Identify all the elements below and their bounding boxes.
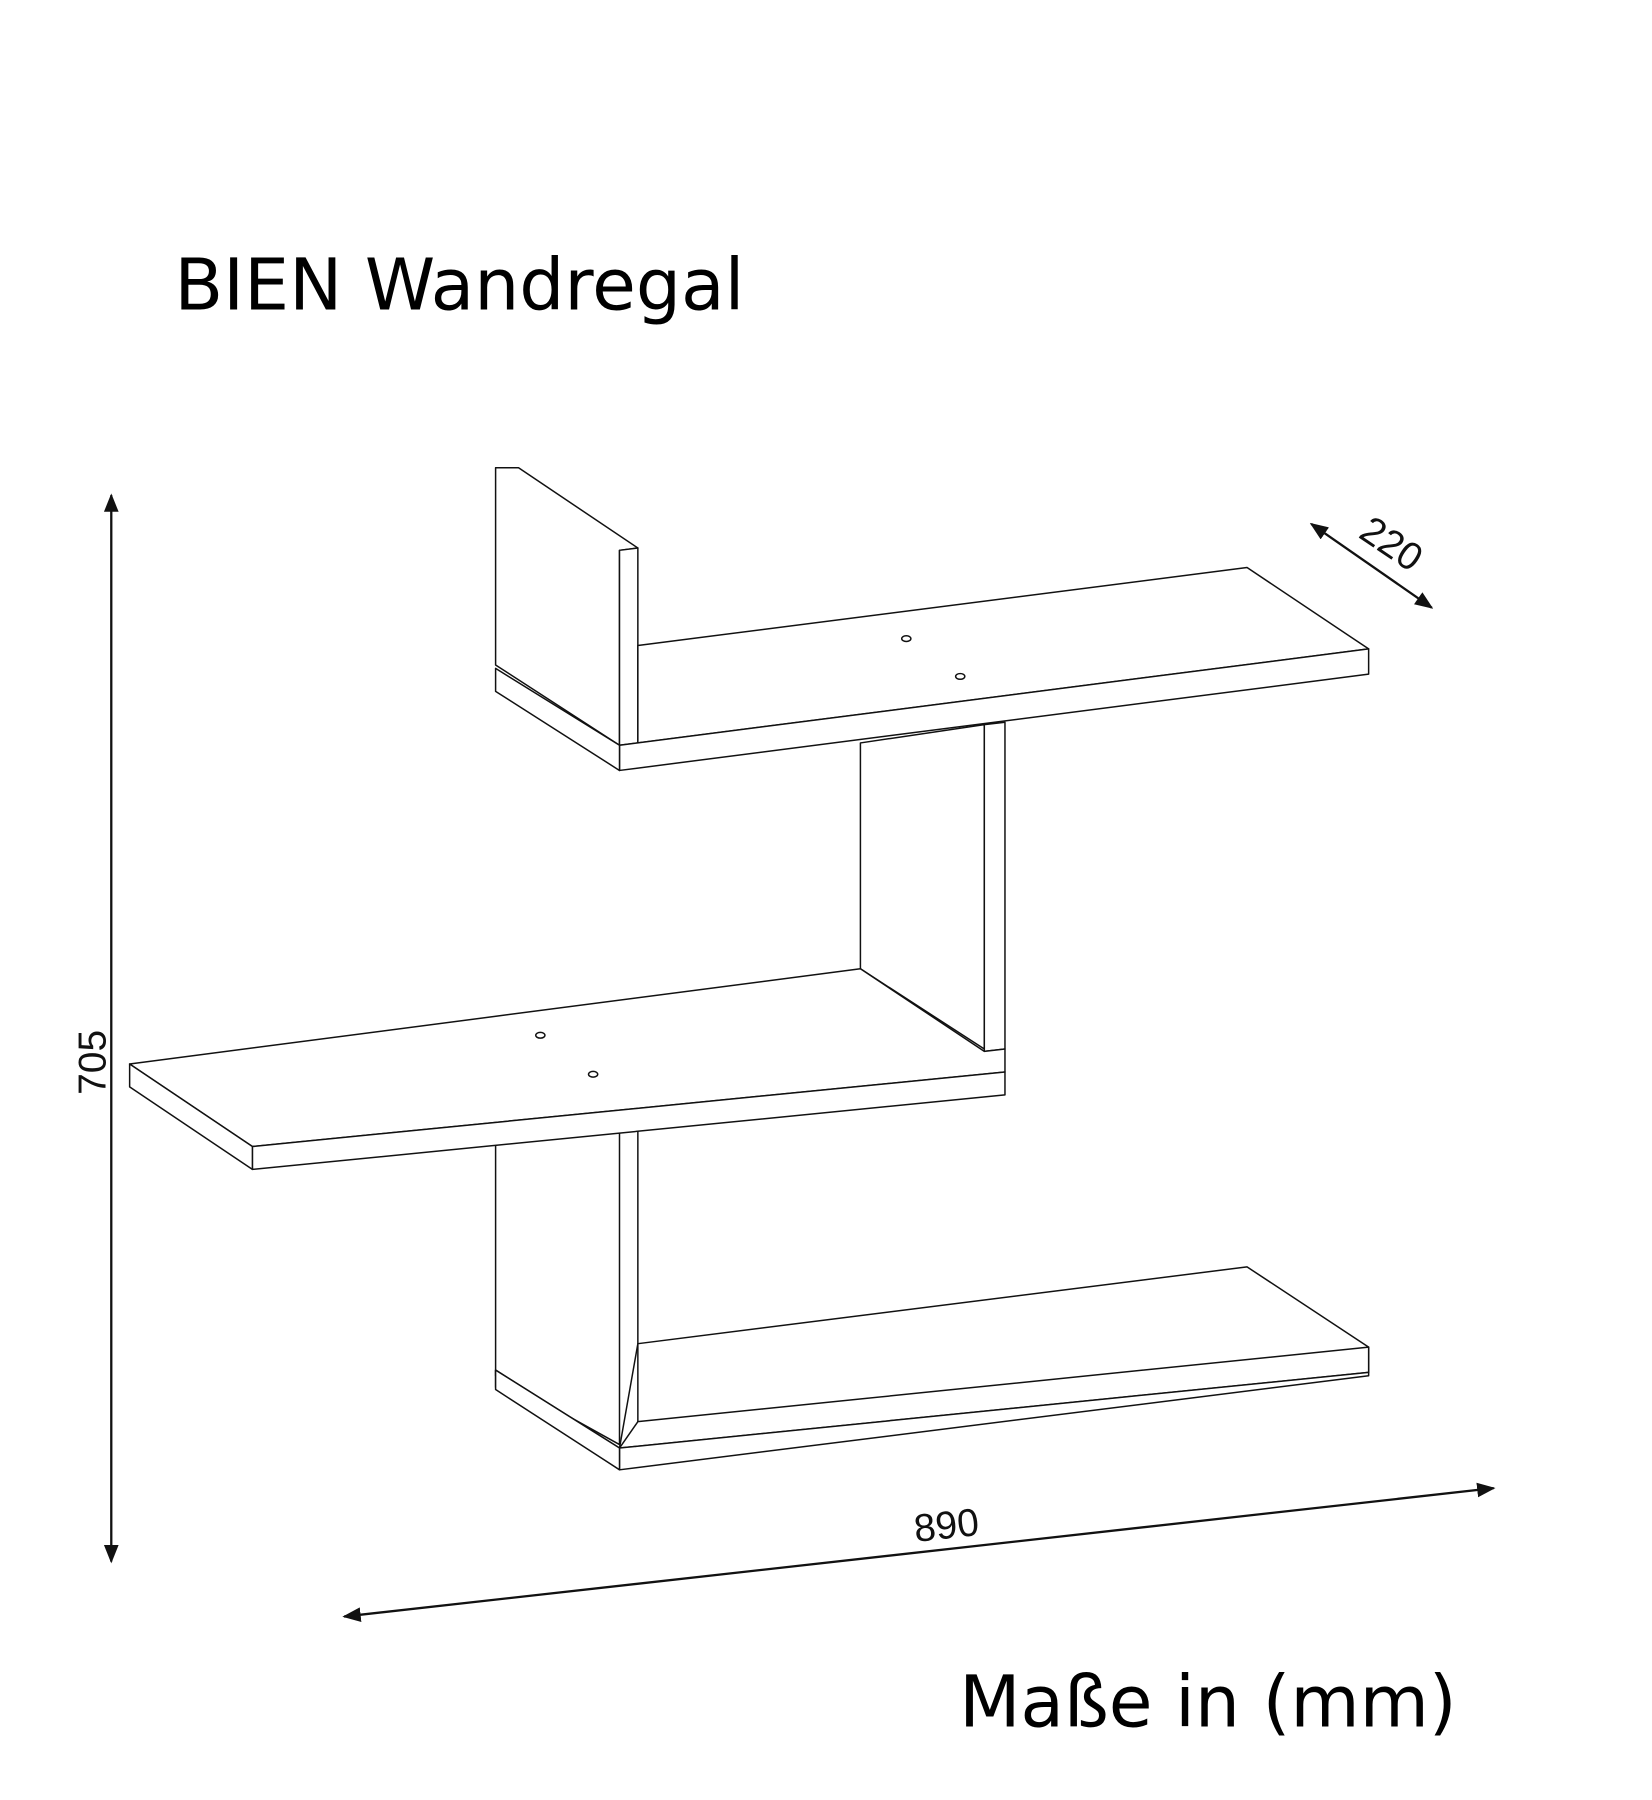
screw-hole [954,672,966,681]
width-dimension: 890 [342,1482,1496,1623]
top-side-panel [494,467,639,746]
depth-arrow [1309,522,1434,609]
depth-label: 220 [1352,508,1430,580]
screw-hole [535,1031,546,1039]
screw-hole [587,1070,599,1078]
height-label: 705 [72,1030,115,1095]
depth-dimension: 220 [1309,508,1434,609]
middle-shelf [128,968,1006,1171]
width-arrow [342,1482,1496,1623]
diagram-title: BIEN Wandregal [174,244,744,327]
units-note: Maße in (mm) [959,1661,1457,1744]
bottom-shelf [494,1266,1370,1471]
top-shelf [494,566,1370,772]
width-label: 890 [912,1501,981,1551]
screw-hole [900,634,912,643]
height-dimension: 705 [72,493,119,1564]
